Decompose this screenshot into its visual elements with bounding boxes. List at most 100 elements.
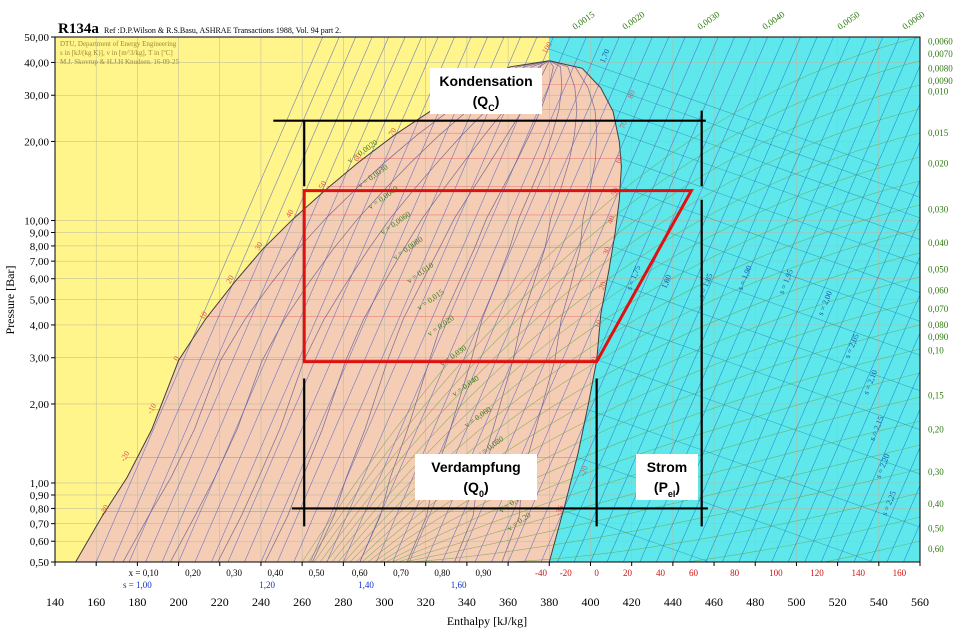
entropy-line (920, 37, 967, 562)
quality-tick-label: 0,30 (226, 568, 242, 578)
x-tick-label: 560 (911, 595, 929, 609)
volume-top-label: 0,0060 (900, 9, 926, 32)
temperature-tick-label: 120 (810, 568, 824, 578)
volume-right-label: 0,30 (928, 467, 944, 477)
power-label-title: Strom (647, 459, 687, 475)
volume-right-label: 0,070 (928, 304, 949, 314)
y-tick-label: 1,00 (30, 478, 50, 490)
x-tick-label: 200 (170, 595, 188, 609)
x-tick-label: 240 (252, 595, 270, 609)
volume-top-label: 0,0040 (760, 9, 786, 32)
y-tick-label: 50,00 (24, 32, 49, 44)
volume-top-label: 0,0020 (620, 9, 646, 32)
entropy-line (937, 37, 967, 562)
entropy-tick-label: 1,40 (358, 580, 374, 590)
volume-right-label: 0,40 (928, 499, 944, 509)
x-tick-label: 460 (705, 595, 723, 609)
y-tick-label: 30,00 (24, 90, 49, 102)
y-tick-label: 0,50 (30, 557, 50, 569)
volume-top-label: 0,0030 (695, 9, 721, 32)
temperature-tick-label: 20 (623, 568, 633, 578)
x-tick-label: 300 (376, 595, 394, 609)
volume-right-label: 0,030 (928, 205, 949, 215)
x-axis-label: Enthalpy [kJ/kg] (447, 614, 527, 628)
info-line-3: M.J. Skovrup & H.J.H Knudsen. 16-09-25 (60, 58, 180, 66)
y-tick-label: 0,80 (30, 503, 50, 515)
volume-right-label: 0,060 (928, 286, 949, 296)
temperature-tick-label: 160 (893, 568, 907, 578)
quality-tick-label: 0,20 (185, 568, 201, 578)
y-tick-label: 3,00 (30, 353, 50, 365)
entropy-line (953, 37, 967, 562)
y-tick-label: 8,00 (30, 241, 50, 253)
volume-right-label: 0,0060 (928, 37, 953, 47)
x-tick-label: 440 (664, 595, 682, 609)
volume-right-label: 0,020 (928, 158, 949, 168)
y-tick-label: 5,00 (30, 295, 50, 307)
volume-right-label: 0,015 (928, 128, 949, 138)
quality-tick-label: 0,60 (352, 568, 368, 578)
quality-tick-label: 0,40 (267, 568, 283, 578)
chart-title: R134a (58, 21, 99, 37)
quality-tick-label: 0,80 (434, 568, 450, 578)
temperature-tick-label: 100 (769, 568, 783, 578)
entropy-tick-label: 1,60 (451, 580, 467, 590)
volume-right-label: 0,50 (928, 524, 944, 534)
y-tick-label: 2,00 (30, 399, 50, 411)
x-tick-label: 280 (334, 595, 352, 609)
volume-right-label: 0,090 (928, 332, 949, 342)
volume-right-label: 0,0070 (928, 49, 953, 59)
volume-top-label: 0,0015 (570, 9, 596, 32)
temperature-tick-label: 80 (730, 568, 740, 578)
y-tick-label: 10,00 (24, 215, 49, 227)
entropy-tick-label: 1,20 (259, 580, 275, 590)
x-tick-label: 540 (870, 595, 888, 609)
y-tick-label: 40,00 (24, 57, 49, 69)
volume-right-label: 0,0080 (928, 63, 953, 73)
volume-right-label: 0,040 (928, 238, 949, 248)
volume-right-label: 0,050 (928, 265, 949, 275)
temperature-tick-label: 0 (594, 568, 599, 578)
quality-tick-label: x = 0,10 (129, 568, 159, 578)
y-axis-label: Pressure [Bar] (3, 266, 17, 335)
x-tick-label: 160 (87, 595, 105, 609)
volume-right-label: 0,010 (928, 86, 949, 96)
y-tick-label: 0,90 (30, 490, 50, 502)
volume-top-label: 0,0050 (835, 9, 861, 32)
evaporation-label-title: Verdampfung (431, 459, 520, 475)
temperature-tick-label: -20 (560, 568, 572, 578)
x-tick-label: 140 (46, 595, 64, 609)
x-tick-label: 260 (293, 595, 311, 609)
x-tick-label: 380 (540, 595, 558, 609)
volume-right-label: 0,10 (928, 345, 944, 355)
quality-tick-label: 0,90 (476, 568, 492, 578)
entropy-tick-label: s = 1,00 (123, 580, 152, 590)
volume-right-label: 0,15 (928, 391, 944, 401)
y-tick-label: 9,00 (30, 227, 50, 239)
y-tick-label: 0,70 (30, 519, 50, 531)
volume-right-label: 0,080 (928, 320, 949, 330)
temperature-tick-label: -40 (535, 568, 547, 578)
volume-right-label: 0,20 (928, 424, 944, 434)
x-tick-label: 520 (829, 595, 847, 609)
temperature-tick-label: 60 (689, 568, 699, 578)
info-line-2: s in [kJ/(kg K)], v in [m^3/kg], T in [º… (60, 49, 173, 57)
quality-tick-label: 0,50 (309, 568, 325, 578)
y-tick-label: 0,60 (30, 536, 50, 548)
y-tick-label: 7,00 (30, 256, 50, 268)
x-tick-label: 500 (787, 595, 805, 609)
x-tick-label: 400 (581, 595, 599, 609)
y-tick-label: 6,00 (30, 274, 50, 286)
x-tick-label: 320 (417, 595, 435, 609)
temperature-tick-label: 140 (851, 568, 865, 578)
condensation-label-title: Kondensation (439, 73, 532, 89)
x-tick-label: 360 (499, 595, 517, 609)
x-tick-label: 180 (128, 595, 146, 609)
x-tick-label: 480 (746, 595, 764, 609)
x-tick-label: 220 (211, 595, 229, 609)
temperature-tick-label: 40 (656, 568, 666, 578)
x-tick-label: 420 (623, 595, 641, 609)
y-tick-label: 20,00 (24, 136, 49, 148)
info-line-1: DTU, Department of Energy Engineering (60, 40, 177, 48)
